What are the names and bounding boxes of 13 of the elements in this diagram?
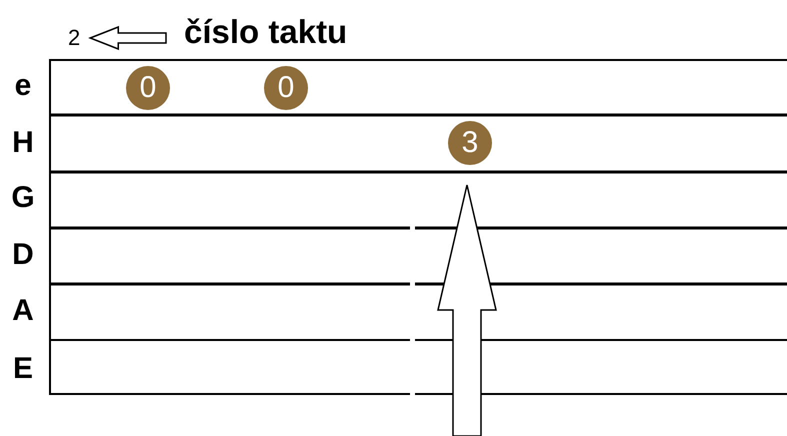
string-name: e: [14, 69, 32, 103]
bar-number: 2: [68, 22, 80, 54]
string-name: E: [12, 352, 34, 386]
fret-number: 0: [126, 66, 170, 110]
string-name: A: [11, 294, 35, 328]
fret-number: 3: [448, 121, 492, 165]
block-arrow: [437, 184, 497, 436]
heading-text: číslo taktu: [184, 12, 348, 52]
string-name: H: [11, 126, 35, 160]
block-arrow: [88, 26, 167, 50]
fret-number: 0: [264, 66, 308, 110]
string-name: G: [10, 181, 36, 215]
string-name: D: [11, 238, 35, 272]
